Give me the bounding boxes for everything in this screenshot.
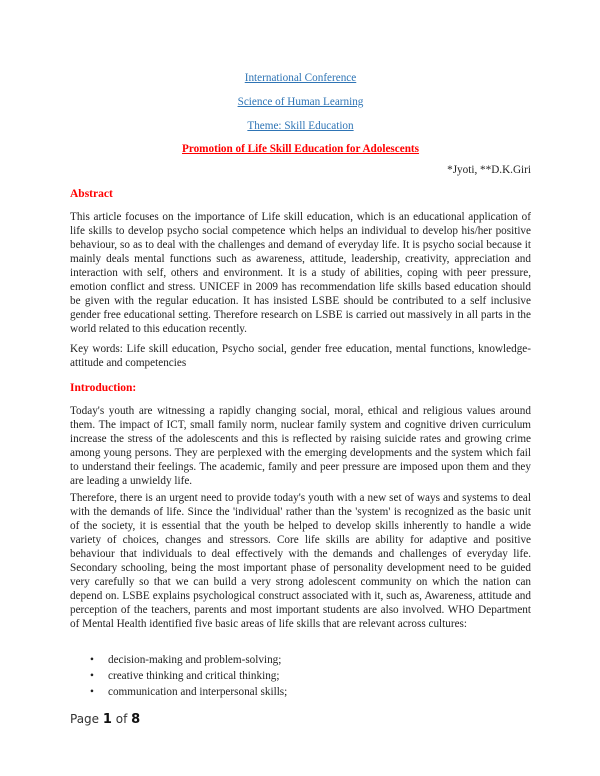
- bullet-icon: •: [90, 670, 94, 682]
- conference-link[interactable]: International Conference: [244, 72, 357, 84]
- theme-link[interactable]: Theme: Skill Education: [247, 120, 354, 132]
- subject-link[interactable]: Science of Human Learning: [237, 96, 364, 108]
- intro-paragraph-2: Therefore, there is an urgent need to pr…: [70, 492, 531, 630]
- list-item: • communication and interpersonal skills…: [70, 684, 287, 700]
- bullet-icon: •: [90, 686, 94, 698]
- list-item: • creative thinking and critical thinkin…: [70, 668, 287, 684]
- authors: *Jyoti, **D.K.Giri: [447, 164, 531, 176]
- total-pages-number: 8: [131, 712, 141, 727]
- introduction-heading: Introduction:: [70, 382, 137, 394]
- paper-title: Promotion of Life Skill Education for Ad…: [181, 143, 420, 155]
- list-item: • decision-making and problem-solving;: [70, 652, 287, 668]
- current-page-number: 1: [102, 712, 112, 727]
- intro-paragraph-1: Today's youth are witnessing a rapidly c…: [70, 405, 531, 487]
- abstract-body: This article focuses on the importance o…: [70, 211, 531, 335]
- list-item-text: creative thinking and critical thinking;: [108, 670, 280, 682]
- bullet-icon: •: [90, 654, 94, 666]
- page-indicator: Page 1 of 8: [70, 712, 140, 727]
- list-item-text: communication and interpersonal skills;: [108, 686, 288, 698]
- page-label: Page: [70, 712, 100, 726]
- abstract-heading: Abstract: [70, 188, 113, 200]
- list-item-text: decision-making and problem-solving;: [108, 654, 282, 666]
- keywords: Key words: Life skill education, Psycho …: [70, 343, 531, 369]
- life-skills-list: • decision-making and problem-solving; •…: [70, 652, 287, 700]
- of-label: of: [115, 712, 128, 726]
